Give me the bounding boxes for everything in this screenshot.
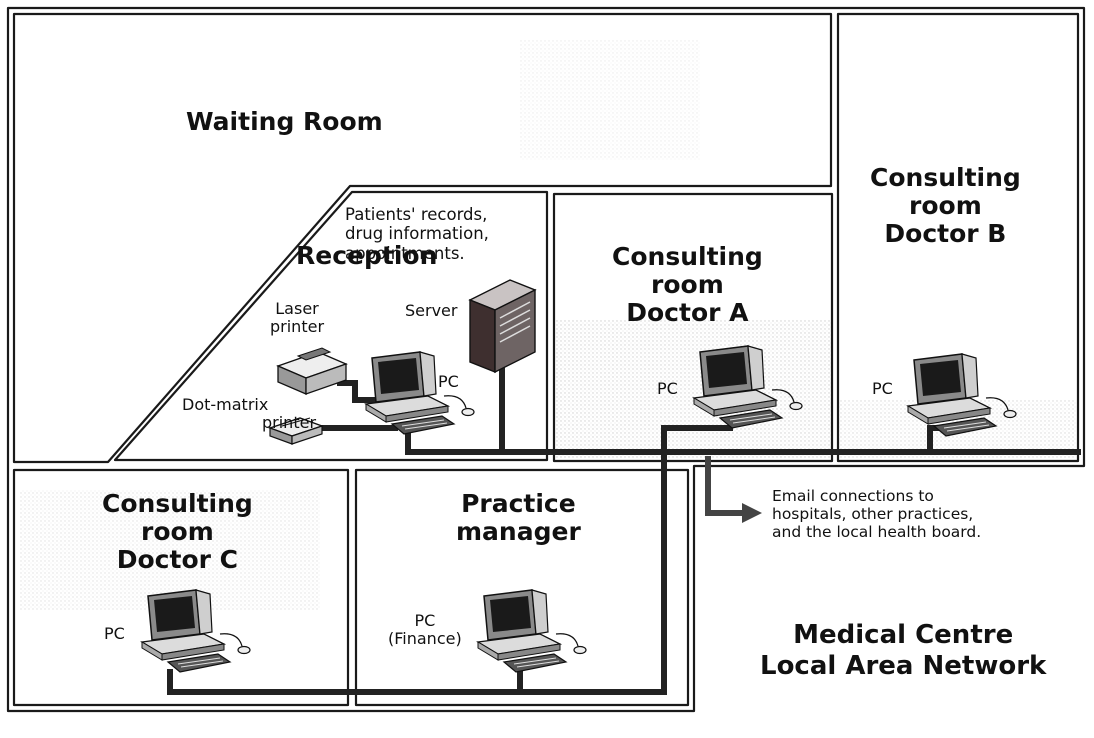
laser-printer-icon	[276, 347, 348, 395]
reception-wall	[113, 190, 549, 462]
practice-manager-label-line2: manager	[456, 517, 581, 546]
email-note-line3: and the local health board.	[772, 523, 982, 542]
finance-pc-label-line2: (Finance)	[388, 628, 462, 648]
doctor-b-label: Consulting room Doctor B	[870, 164, 1021, 248]
laser-printer-label: Laser printer	[270, 300, 324, 336]
doctor-b-label-line3: Doctor B	[884, 219, 1007, 248]
reception-pc-icon	[365, 351, 475, 435]
doctor-c-label-line1: Consulting	[102, 489, 253, 518]
server-label: Server	[405, 301, 458, 320]
email-note-line2: hospitals, other practices,	[772, 505, 974, 524]
dot-matrix-printer-label: Dot-matrix printer	[182, 396, 316, 432]
doctor-c-label: Consulting room Doctor C	[102, 490, 253, 574]
finance-pc-label: PC (Finance)	[388, 612, 462, 648]
email-note-line1: Email connections to	[772, 487, 934, 505]
diagram-title-line2: Local Area Network	[760, 651, 1047, 682]
reception-pc-label: PC	[438, 372, 459, 391]
doctor-a-label: Consulting room Doctor A	[612, 243, 763, 327]
finance-pc-label-line1: PC	[414, 611, 436, 630]
waiting-room-wall	[12, 12, 833, 464]
dot-matrix-label-line1: Dot-matrix	[182, 395, 269, 414]
doctor-a-label-line1: Consulting	[612, 242, 763, 271]
server-note: Patients' records, drug information, app…	[345, 205, 489, 263]
server-note-line3: appointments.	[345, 243, 465, 263]
cable-laser	[337, 380, 378, 403]
doctor-c-wall	[12, 468, 350, 707]
doctor-b-label-line1: Consulting	[870, 163, 1021, 192]
finance-pc-icon	[477, 589, 587, 673]
outer-wall	[6, 6, 1086, 713]
doctor-a-pc-label: PC	[657, 379, 678, 398]
server-icon	[468, 279, 537, 374]
reception-label: Reception	[296, 241, 438, 270]
laser-printer-label-line1: Laser	[275, 299, 319, 318]
server-note-line1: Patients' records,	[345, 205, 488, 224]
laser-printer-label-line2: printer	[270, 316, 325, 336]
doctor-a-label-line2: room	[651, 270, 724, 299]
diagram-title-line1: Medical Centre	[793, 620, 1014, 650]
email-arrow	[705, 456, 745, 516]
email-note: Email connections to hospitals, other pr…	[772, 487, 981, 541]
server-note-line2: drug information,	[345, 224, 489, 244]
waiting-room-label: Waiting Room	[186, 107, 383, 136]
cable-vertical-down	[167, 449, 667, 695]
cable-doctor-a	[661, 425, 733, 455]
practice-manager-label: Practice manager	[456, 490, 581, 546]
dot-matrix-printer-icon	[268, 417, 324, 445]
dot-matrix-label-line2: printer	[262, 412, 317, 432]
doctor-b-wall	[836, 12, 1080, 463]
diagram-title: Medical Centre Local Area Network	[760, 620, 1046, 682]
doctor-a-wall	[552, 192, 834, 463]
doctor-b-pc-label: PC	[872, 379, 893, 398]
doctor-b-label-line2: room	[909, 191, 982, 220]
practice-manager-wall	[354, 468, 690, 707]
doctor-c-label-line3: Doctor C	[116, 545, 239, 574]
practice-manager-label-line1: Practice	[461, 489, 576, 518]
doctor-a-label-line3: Doctor A	[626, 298, 749, 327]
doctor-c-label-line2: room	[141, 517, 214, 546]
doctor-c-pc-label: PC	[104, 624, 125, 643]
